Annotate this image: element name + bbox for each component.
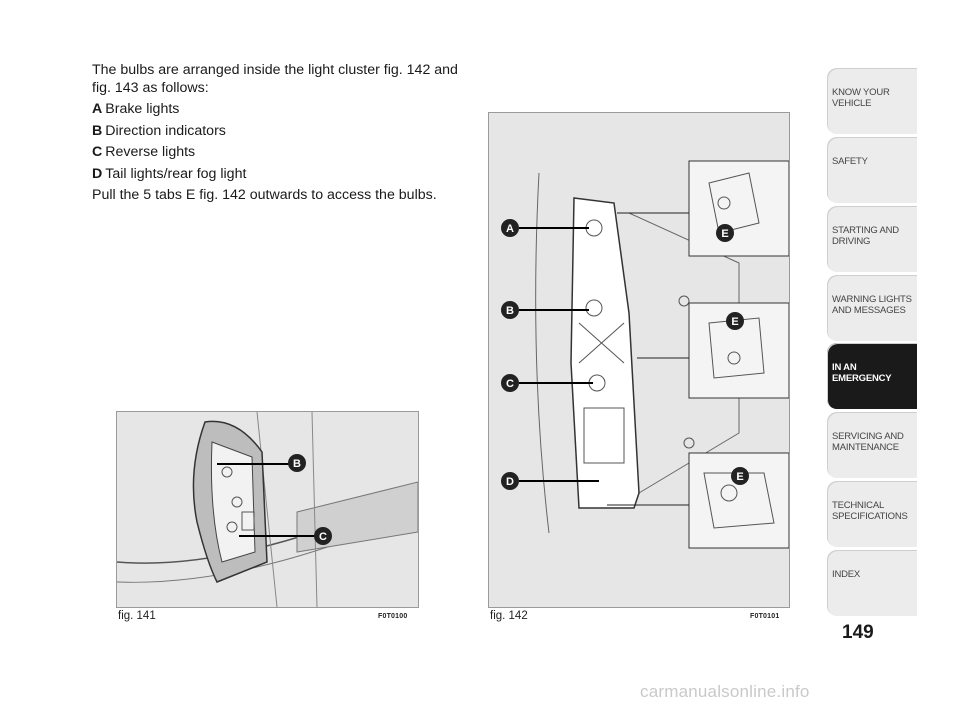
bulb-letter: A	[92, 101, 103, 117]
figure-code: F0T0101	[750, 613, 780, 620]
callout-label: C	[506, 378, 514, 390]
callout-label: B	[506, 305, 514, 317]
bulb-letter: D	[92, 165, 103, 182]
figure-caption: fig. 141	[118, 610, 156, 622]
callout-label: C	[319, 531, 327, 543]
bulb-letter: B	[92, 122, 103, 139]
tab-label: WARNING LIGHTS AND MESSAGES	[832, 294, 912, 316]
page-number: 149	[842, 622, 874, 643]
tab-label: SAFETY	[832, 156, 868, 167]
tab-know-your-vehicle[interactable]: KNOW YOUR VEHICLE	[827, 68, 917, 134]
tab-in-an-emergency[interactable]: IN AN EMERGENCY	[827, 343, 917, 409]
bulb-label: Brake lights	[105, 101, 180, 117]
tab-label: STARTING AND DRIVING	[832, 225, 899, 247]
tab-label: TECHNICAL SPECIFICATIONS	[832, 500, 908, 522]
bulb-label: Direction indicators	[105, 122, 226, 139]
tab-technical-specifications[interactable]: TECHNICAL SPECIFICATIONS	[827, 481, 917, 547]
figure-code: F0T0100	[378, 613, 408, 620]
tab-index[interactable]: INDEX	[827, 550, 917, 616]
callout-label: E	[721, 228, 728, 240]
body-text: The bulbs are arranged inside the light …	[92, 62, 462, 209]
tab-safety[interactable]: SAFETY	[827, 137, 917, 203]
callout-label: E	[731, 316, 738, 328]
tab-label: KNOW YOUR VEHICLE	[832, 87, 890, 109]
figure-141-illustration: B C	[116, 411, 419, 608]
tab-servicing-and-maintenance[interactable]: SERVICING AND MAINTENANCE	[827, 412, 917, 478]
callout-label: A	[506, 223, 514, 235]
callout-label: D	[506, 476, 514, 488]
bulb-label: Tail lights/rear fog light	[105, 165, 247, 182]
watermark: carmanualsonline.info	[640, 682, 810, 701]
bulb-label: Reverse lights	[105, 144, 196, 160]
tab-warning-lights[interactable]: WARNING LIGHTS AND MESSAGES	[827, 275, 917, 341]
tab-label: IN AN EMERGENCY	[832, 362, 892, 384]
instruction-paragraph: Pull the 5 tabs E fig. 142 outwards to a…	[92, 187, 437, 203]
tab-label: SERVICING AND MAINTENANCE	[832, 431, 904, 453]
tab-starting-and-driving[interactable]: STARTING AND DRIVING	[827, 206, 917, 272]
bulb-letter: C	[92, 144, 103, 160]
figure-caption: fig. 142	[490, 610, 528, 622]
figure-142-illustration: A B C D E E E	[488, 112, 790, 608]
callout-label: B	[293, 458, 301, 470]
intro-paragraph: The bulbs are arranged inside the light …	[92, 62, 458, 96]
tab-label: INDEX	[832, 569, 861, 580]
callout-label: E	[736, 471, 743, 483]
